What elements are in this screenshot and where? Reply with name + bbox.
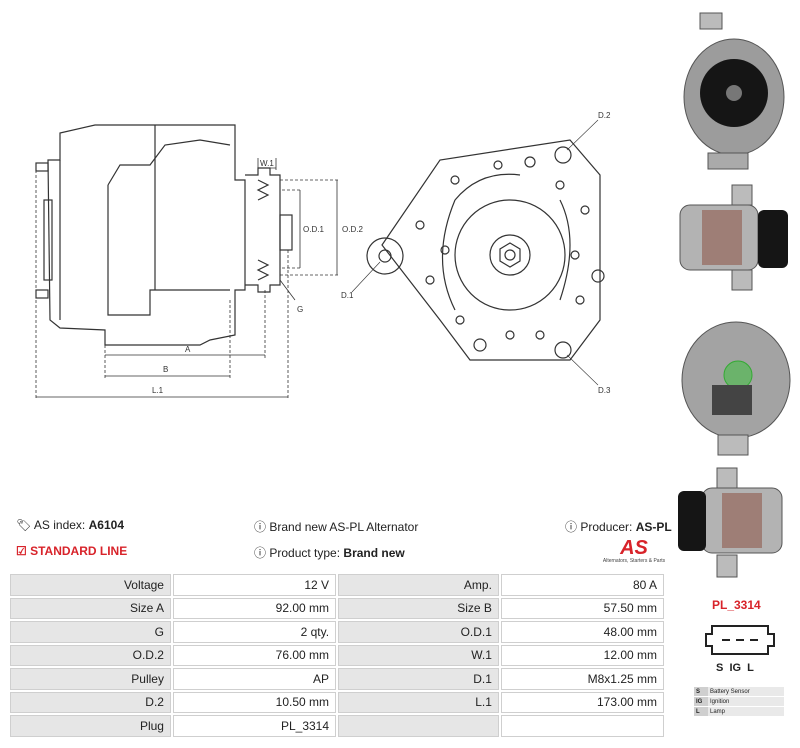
producer-value: AS-PL	[635, 520, 672, 534]
as-logo: AS Alternators, Starters & Parts	[602, 537, 666, 564]
alternator-photo-front	[672, 5, 798, 175]
spec-value: 57.50 mm	[500, 597, 664, 619]
spec-value: PL_3314	[172, 715, 337, 737]
spec-label	[338, 715, 499, 737]
label-d2: D.2	[598, 111, 611, 120]
plug-legend-value: Lamp	[708, 706, 784, 717]
plug-legend-key: IG	[694, 696, 708, 707]
spec-label: O.D.1	[338, 621, 499, 643]
label-g: G	[297, 305, 303, 314]
spec-value: 173.00 mm	[500, 691, 664, 713]
as-index: 🏷︎ AS index: A6104	[16, 518, 124, 532]
spec-value: 12.00 mm	[500, 644, 664, 666]
plug-title: PL_3314	[712, 598, 761, 612]
spec-value: 12 V	[172, 574, 337, 596]
side-view-body	[47, 124, 246, 346]
label-od1: O.D.1	[303, 225, 324, 234]
spec-label: L.1	[338, 691, 499, 713]
front-view	[366, 139, 605, 361]
spec-value: 92.00 mm	[172, 597, 337, 619]
plug-connector-icon	[705, 625, 775, 655]
spec-value: 2 qty.	[172, 621, 337, 643]
label-a: A	[185, 345, 191, 354]
label-d3: D.3	[598, 386, 611, 395]
plug-legend-value: Battery Sensor	[708, 687, 784, 697]
plug-legend-value: Ignition	[708, 696, 784, 707]
spec-value: 80 A	[500, 574, 664, 596]
spec-value: AP	[172, 668, 337, 690]
info-icon: ⓘ	[565, 520, 578, 534]
spec-label: Plug	[10, 715, 171, 737]
spec-label: O.D.2	[10, 644, 171, 666]
spec-value: 76.00 mm	[172, 644, 337, 666]
check-icon: ☑	[16, 544, 27, 558]
description: ⓘ Brand new AS-PL Alternator	[254, 520, 419, 534]
spec-label: Pulley	[10, 668, 171, 690]
alternator-photo-side	[672, 180, 798, 295]
as-index-value: A6104	[88, 518, 124, 532]
product-type: ⓘ Product type: Brand new	[254, 546, 405, 560]
label-b: B	[163, 365, 168, 374]
label-d1: D.1	[341, 291, 354, 300]
spec-label: D.1	[338, 668, 499, 690]
plug-legend-key: S	[694, 687, 708, 697]
spec-label: W.1	[338, 644, 499, 666]
spec-label: Size A	[10, 597, 171, 619]
alternator-photo-rear	[672, 310, 798, 460]
spec-label: Voltage	[10, 574, 171, 596]
spec-label: D.2	[10, 691, 171, 713]
standard-line: ☑ STANDARD LINE	[16, 544, 128, 558]
label-od2: O.D.2	[342, 225, 363, 234]
alternator-photo-side-2	[672, 463, 798, 583]
tag-icon: 🏷︎	[16, 518, 32, 532]
info-icon: ⓘ	[254, 520, 267, 534]
plug-legend-key: L	[694, 706, 708, 717]
spec-label: Size B	[338, 597, 499, 619]
label-l1: L.1	[152, 386, 164, 395]
plug-pins: S IG L	[716, 662, 754, 674]
spec-value: 48.00 mm	[500, 621, 664, 643]
label-w1: W.1	[260, 159, 274, 168]
technical-drawing: W.1 O.D.1 O.D.2 G A B L.1 D.1 D.2 D.3	[35, 111, 611, 400]
spec-label: G	[10, 621, 171, 643]
product-type-value: Brand new	[343, 546, 405, 560]
info-icon: ⓘ	[254, 546, 267, 560]
spec-value	[500, 715, 664, 737]
spec-value: M8x1.25 mm	[500, 668, 664, 690]
producer: ⓘ Producer: AS-PL	[565, 520, 672, 534]
spec-value: 10.50 mm	[172, 691, 337, 713]
spec-label: Amp.	[338, 574, 499, 596]
